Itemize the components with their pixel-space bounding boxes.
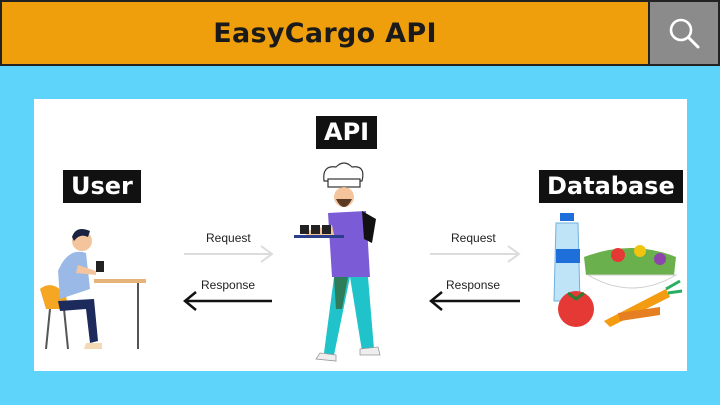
request-label-left: Request [206,231,251,245]
title-bar: EasyCargo API [0,0,650,66]
page-title: EasyCargo API [213,17,437,49]
response-label-left: Response [201,278,256,292]
arrows-layer [183,245,521,311]
response-label-right: Response [446,278,501,292]
search-icon [669,18,700,49]
user-label: User [63,170,141,203]
api-diagram-panel: API User Database [34,99,687,371]
api-label: API [316,116,378,149]
search-button[interactable] [650,0,720,66]
chef-illustration [294,162,381,362]
database-label: Database [539,170,683,203]
database-illustration [553,213,683,327]
response-arrow-right [429,291,520,311]
user-illustration [40,229,146,350]
request-label-right: Request [451,231,496,245]
request-arrow-left [184,245,274,263]
request-arrow-right [430,245,521,263]
response-arrow-left [183,291,272,311]
